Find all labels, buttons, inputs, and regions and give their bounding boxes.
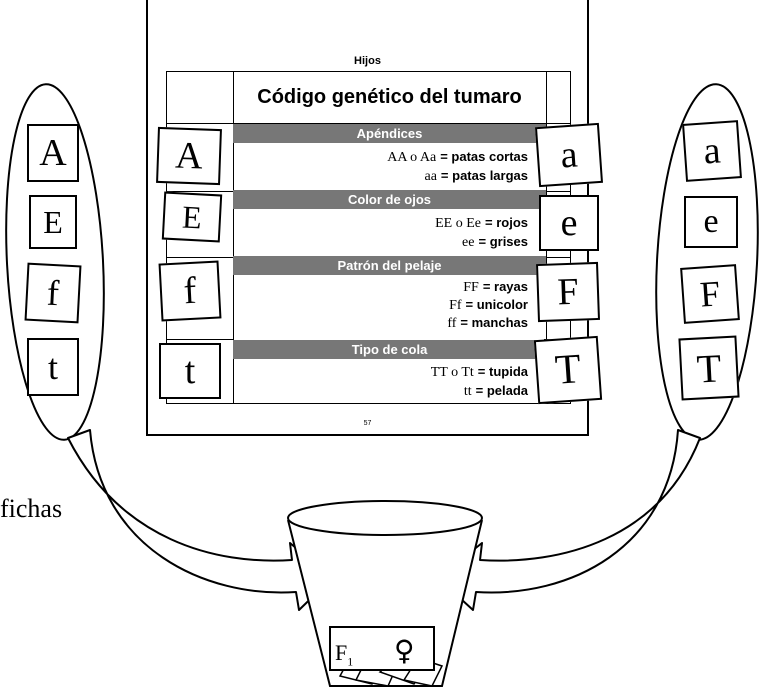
main-title: Código genético del tumaro <box>257 86 522 108</box>
table-divider <box>544 191 570 192</box>
sheet-title: Hijos <box>354 55 381 67</box>
parent-tile[interactable]: T <box>678 335 740 401</box>
left-parent-oval <box>5 83 105 441</box>
parent-tile[interactable]: A <box>27 124 79 182</box>
section-header-tail-type: Tipo de cola <box>233 340 546 359</box>
section-header-appendices: Apéndices <box>233 124 546 143</box>
table-divider <box>167 339 233 340</box>
parent-tile[interactable]: a <box>682 120 742 182</box>
table-divider <box>544 257 570 258</box>
rule-row: Ff= unicolor <box>449 297 528 313</box>
rule-row: FF= rayas <box>463 279 528 295</box>
f1-card <box>329 626 435 671</box>
allele-tile[interactable]: T <box>533 335 603 405</box>
table-divider <box>233 72 234 403</box>
parent-tile[interactable]: t <box>27 338 79 396</box>
table-divider <box>167 123 570 124</box>
allele-tile[interactable]: f <box>158 260 222 322</box>
right-curved-arrow <box>437 429 701 611</box>
left-curved-arrow <box>67 429 333 611</box>
rule-row: TT o Tt= tupida <box>430 364 528 380</box>
section-header-coat-pattern: Patrón del pelaje <box>233 256 546 275</box>
parent-tile[interactable]: F <box>680 264 740 324</box>
allele-tile[interactable]: t <box>159 343 221 399</box>
allele-tile[interactable]: a <box>534 122 604 188</box>
parent-tile[interactable]: E <box>29 195 77 249</box>
f1-label: F1 <box>335 640 354 669</box>
genetic-code-table: Código genético del tumaro Apéndices AA … <box>166 71 571 404</box>
rule-row: aa= patas largas <box>424 168 528 184</box>
allele-tile[interactable]: F <box>536 261 600 323</box>
rule-row: ff= manchas <box>447 315 528 331</box>
allele-tile[interactable]: E <box>161 191 223 243</box>
allele-tile[interactable]: A <box>156 126 222 186</box>
rule-row: AA o Aa= patas cortas <box>387 149 528 165</box>
allele-tile[interactable]: e <box>539 195 599 251</box>
page-number: 57 <box>363 420 372 427</box>
fichas-caption: fichas <box>0 494 63 523</box>
table-divider <box>167 257 233 258</box>
section-header-eye-color: Color de ojos <box>233 190 546 209</box>
parent-tile[interactable]: f <box>24 262 82 324</box>
female-symbol-icon: ♀ <box>394 634 415 667</box>
rule-row: EE o Ee= rojos <box>435 215 528 231</box>
table-divider <box>167 191 233 192</box>
parent-tile[interactable]: e <box>684 196 738 248</box>
rule-row: tt= pelada <box>463 383 528 399</box>
rule-row: ee= grises <box>462 234 528 250</box>
